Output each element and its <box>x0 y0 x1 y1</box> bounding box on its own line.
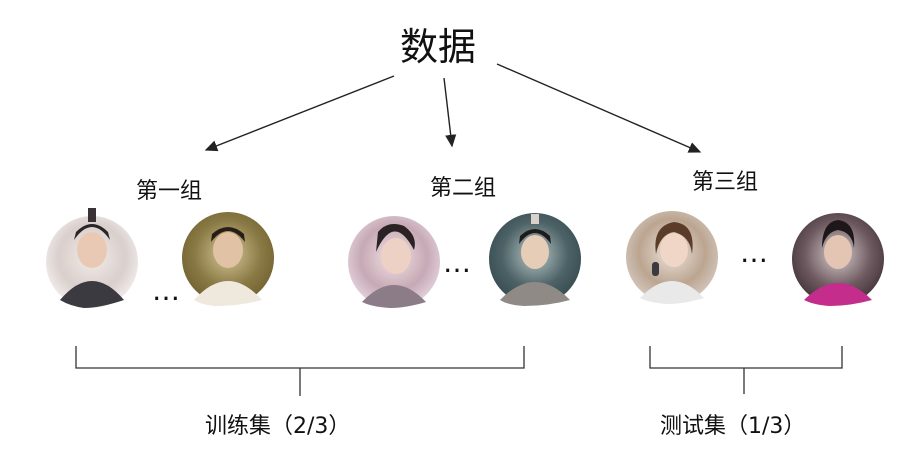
test-set-brace <box>649 346 843 394</box>
portrait-2 <box>182 212 274 306</box>
group-1-ellipsis: … <box>152 274 182 307</box>
group-3-label: 第三组 <box>692 170 759 195</box>
portrait-6 <box>792 213 884 306</box>
group-2-label: 第二组 <box>430 176 497 201</box>
portrait-1 <box>46 208 138 308</box>
portrait-4 <box>489 213 581 306</box>
train-set-brace <box>75 346 525 396</box>
arrow-to-group-2 <box>443 77 457 148</box>
test-set-label: 测试集（1/3） <box>660 414 806 439</box>
portrait-3 <box>348 216 440 308</box>
train-set-label: 训练集（2/3） <box>205 414 351 439</box>
group-3-ellipsis: … <box>740 236 770 269</box>
group-1-label: 第一组 <box>136 179 203 204</box>
arrow-to-group-1 <box>204 75 395 152</box>
diagram-title: 数据 <box>400 25 477 69</box>
arrow-to-group-3 <box>496 63 702 153</box>
group-2-ellipsis: … <box>443 246 473 279</box>
portrait-5 <box>626 211 718 304</box>
